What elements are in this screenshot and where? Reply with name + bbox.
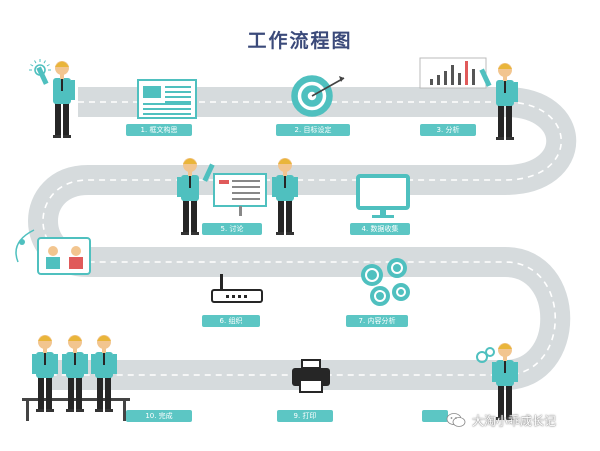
printer-icon: [292, 359, 330, 393]
step-label-10: 10. 完成: [126, 410, 192, 422]
step-label-7: 7. 内容分析: [346, 315, 408, 327]
monitor-icon: [356, 174, 410, 218]
gears-icon: [361, 258, 410, 306]
wechat-watermark: 大淘小乖成长记: [446, 408, 596, 432]
video-call-icon: [15, 229, 91, 275]
watermark-text: 大淘小乖成长记: [472, 413, 557, 428]
presentation-board-icon: [213, 173, 267, 216]
step-label-9: 9. 打印: [277, 410, 333, 422]
target-icon: [291, 75, 345, 117]
person-listening: [272, 158, 298, 235]
wechat-icon: [446, 413, 466, 427]
person-presenting: [177, 158, 215, 235]
team-member-2: [62, 335, 88, 412]
small-gears-icon: [476, 347, 495, 363]
bar-chart-board-icon: [419, 57, 487, 89]
winding-road: [28, 87, 577, 390]
person-thinking: [36, 61, 75, 138]
step-label-4: 4. 数据收集: [350, 223, 410, 235]
router-icon: [211, 274, 263, 303]
road-center-dashes: [42, 101, 563, 376]
step-label-2: 2. 目标设定: [276, 124, 350, 136]
team-member-3: [91, 335, 117, 412]
document-layout-icon: [137, 79, 197, 119]
step-label-6: 6. 组织: [202, 315, 260, 327]
person-printing: [492, 343, 518, 420]
step-label-5: 5. 讨论: [202, 223, 262, 235]
diagram-title: 工作流程图: [247, 30, 353, 52]
step-label-3: 3. 分析: [420, 124, 476, 136]
step-label-8: [422, 410, 448, 422]
team-member-1: [32, 335, 58, 412]
step-label-1: 1. 框文构思: [126, 124, 192, 136]
person-analyzing: [479, 63, 518, 140]
road-surface: [28, 87, 577, 390]
